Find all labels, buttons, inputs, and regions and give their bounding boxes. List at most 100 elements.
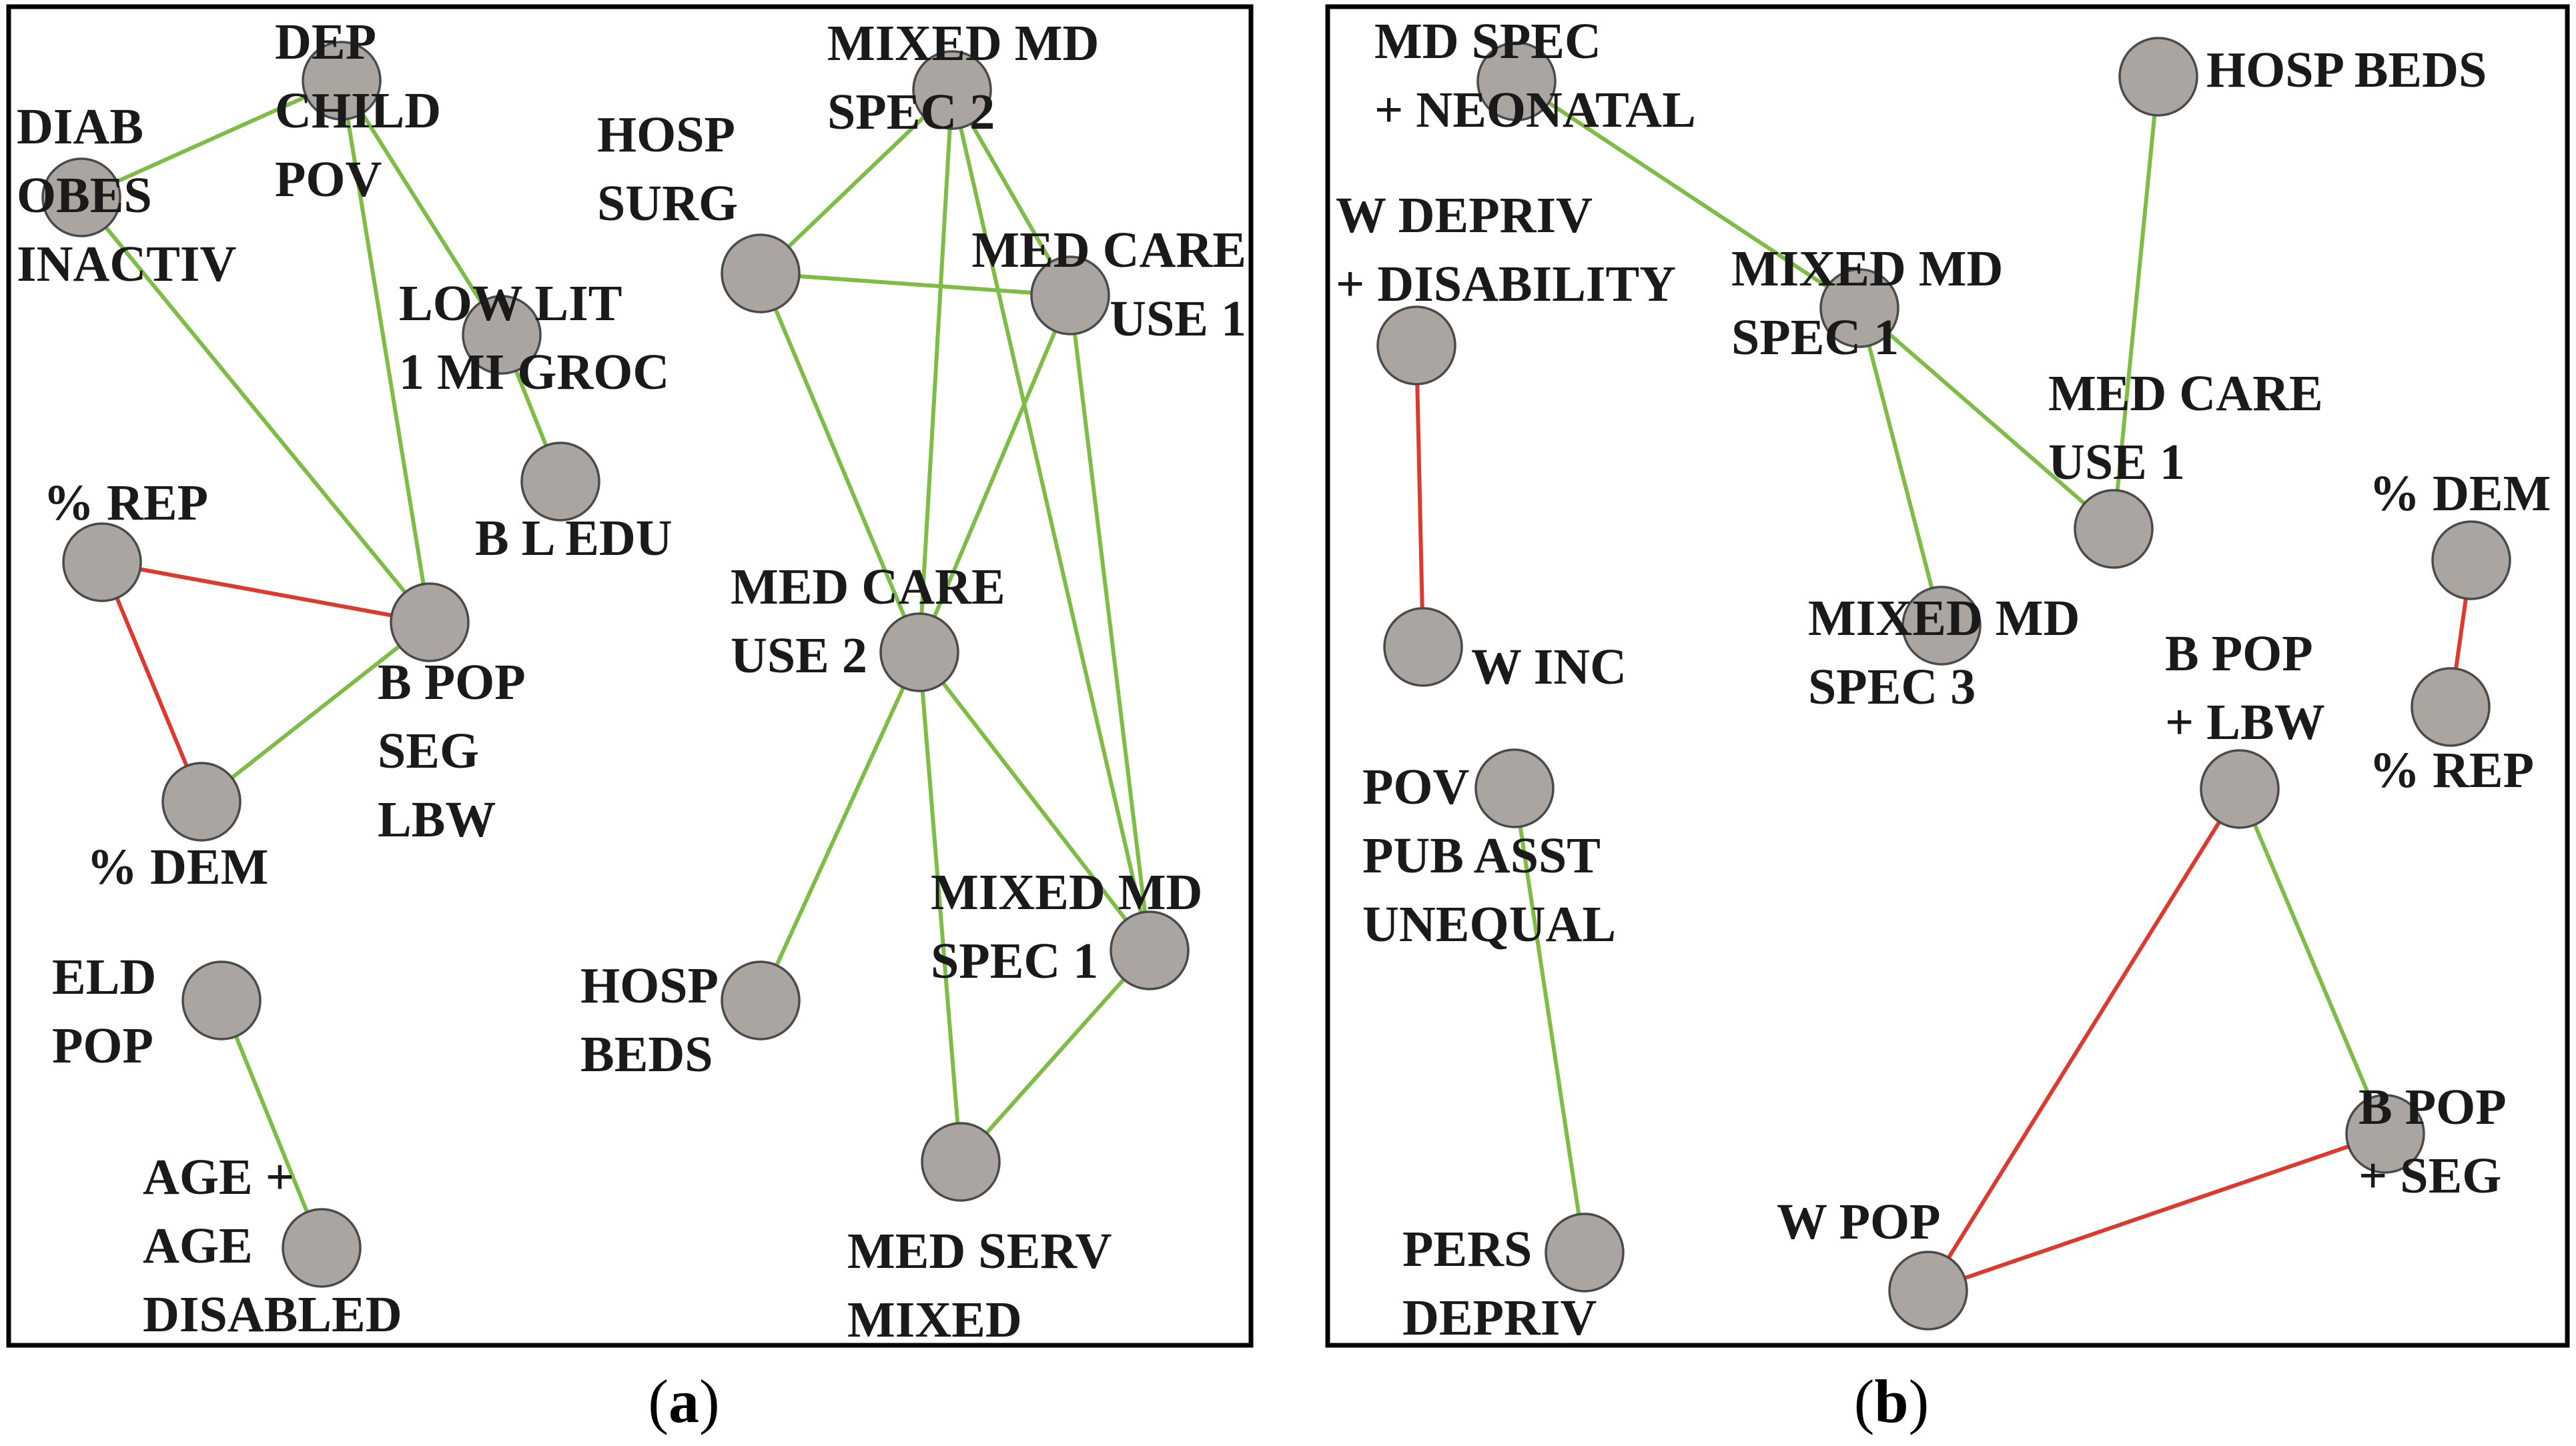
node-label-pct-dem: % DEM — [87, 839, 268, 895]
edge-positive-pct-dem-to-b-pop-seg-lbw — [199, 620, 432, 804]
node-med-care-use-1-b — [2074, 489, 2154, 569]
node-hosp-beds-b — [2118, 37, 2198, 117]
node-label-hosp-beds-b: HOSP BEDS — [2206, 42, 2487, 98]
node-label-line: SPEC 2 — [827, 84, 995, 140]
edge-positive-md-spec-neonatal-to-mixed-md-spec-1-b — [1515, 79, 1861, 310]
node-label-line: SPEC 1 — [931, 933, 1098, 989]
edge-positive-med-care-use-1-to-med-care-use-2 — [917, 293, 1072, 654]
node-b-pop-lbw — [2200, 749, 2280, 829]
node-label-line: HOSP — [580, 958, 719, 1014]
node-label-line: + SEG — [2358, 1148, 2501, 1204]
edge-positive-dep-child-pov-to-diab-obes-inactiv — [79, 79, 344, 199]
node-hosp-beds — [721, 960, 801, 1040]
edge-positive-hosp-surg-to-med-care-use-1 — [759, 271, 1072, 297]
edge-positive-med-care-use-1-to-mixed-md-spec-1 — [1068, 293, 1152, 952]
node-label-line: MD SPEC — [1374, 13, 1601, 69]
node-eld-pop — [181, 960, 262, 1040]
node-dep-child-pov — [302, 41, 382, 121]
node-label-line: B POP — [378, 654, 526, 710]
edge-negative-pct-rep-to-b-pop-seg-lbw — [100, 560, 432, 624]
panel-a-frame — [6, 4, 1254, 1348]
edge-positive-mixed-md-spec-1-b-to-mixed-md-spec-3 — [1857, 306, 1944, 628]
node-label-line: POV — [275, 151, 382, 207]
node-label-line: MIXED MD — [1808, 590, 2080, 646]
node-label-line: UNEQUAL — [1362, 896, 1616, 952]
edge-positive-mixed-md-spec-1-to-med-serv-mixed — [959, 948, 1152, 1164]
node-pct-rep-b — [2411, 667, 2491, 747]
panel-a-caption-letter: a — [669, 1367, 699, 1435]
node-label-line: % DEM — [2369, 466, 2551, 522]
node-pov-pub-asst — [1474, 748, 1555, 828]
edge-positive-dep-child-pov-to-b-pop-seg-lbw — [340, 79, 432, 624]
node-label-b-pop-seg: B POP+ SEG — [2358, 1079, 2507, 1204]
node-label-b-pop-lbw: B POP+ LBW — [2165, 626, 2325, 750]
node-label-line: 1 MI GROC — [399, 344, 669, 400]
node-med-care-use-2 — [879, 612, 959, 692]
node-label-line: DEPRIV — [1402, 1290, 1597, 1346]
node-label-b-l-edu: B L EDU — [475, 510, 673, 566]
node-label-pers-depriv: PERS DEPRIV — [1402, 1221, 1597, 1346]
node-label-w-depriv: W DEPRIV + DISABILITY — [1336, 187, 1676, 312]
node-label-line: B POP — [2165, 626, 2313, 682]
node-label-line: LBW — [378, 792, 496, 848]
panel-b-nodes: MD SPEC + NEONATAL HOSP BEDS W DEPRIV + DISA… — [1336, 13, 2551, 1346]
node-label-line: USE 1 — [1110, 291, 1246, 347]
edge-positive-b-pop-lbw-to-b-pop-seg — [2238, 787, 2387, 1136]
panel-a-edges — [79, 79, 1152, 1250]
node-pers-depriv — [1545, 1213, 1625, 1293]
edge-positive-diab-obes-inactiv-to-b-pop-seg-lbw — [79, 195, 432, 624]
node-mixed-md-spec-2 — [912, 50, 992, 130]
node-label-line: DEP — [275, 14, 376, 70]
node-w-inc — [1383, 607, 1463, 687]
node-label-line: % REP — [2369, 742, 2534, 798]
node-hosp-surg — [721, 233, 801, 313]
node-label-line: PERS — [1402, 1221, 1532, 1277]
node-label-line: HOSP BEDS — [2206, 42, 2487, 98]
panel-b-labels: MD SPEC + NEONATAL HOSP BEDS W DEPRIV + DISA… — [1336, 13, 2551, 1346]
node-w-depriv — [1376, 305, 1456, 386]
node-label-line: W POP — [1777, 1194, 1941, 1250]
edge-negative-w-depriv-to-w-inc — [1414, 343, 1425, 649]
node-label-line: AGE — [143, 1218, 253, 1274]
node-b-l-edu — [520, 442, 600, 522]
node-label-line: POV — [1362, 759, 1470, 815]
node-label-line: W INC — [1471, 639, 1627, 695]
node-label-line: % DEM — [87, 839, 268, 895]
node-pct-dem — [161, 762, 242, 842]
node-age-disabled — [282, 1208, 362, 1288]
node-label-md-spec-neonatal: MD SPEC + NEONATAL — [1374, 13, 1696, 138]
edge-positive-eld-pop-to-age-disabled — [220, 998, 324, 1250]
panel-a-caption: (a) — [648, 1367, 719, 1435]
node-label-line: DISABLED — [143, 1287, 402, 1343]
node-label-pct-rep: % REP — [43, 475, 208, 531]
node-pct-dem-b — [2431, 520, 2511, 600]
node-med-care-use-1 — [1030, 255, 1110, 335]
node-label-line: PUB ASST — [1362, 828, 1601, 884]
node-b-pop-seg-lbw — [390, 582, 470, 662]
node-label-line: + DISABILITY — [1336, 256, 1676, 312]
node-label-line: MED CARE — [2048, 366, 2323, 422]
node-label-line: HOSP — [597, 107, 735, 163]
node-label-line: SPEC 1 — [1731, 309, 1899, 366]
node-label-line: MED CARE — [731, 559, 1005, 615]
node-label-line: W DEPRIV — [1336, 187, 1593, 243]
node-label-pct-rep-b: % REP — [2369, 742, 2534, 798]
node-low-lit — [462, 295, 542, 375]
node-label-line: + NEONATAL — [1374, 82, 1696, 138]
edge-positive-mixed-md-spec-2-to-mixed-md-spec-1 — [950, 88, 1152, 952]
panel-b-edges — [1414, 75, 2473, 1293]
node-label-line: USE 2 — [731, 628, 867, 684]
edge-positive-med-care-use-2-to-mixed-md-spec-1 — [917, 650, 1152, 952]
node-med-serv-mixed — [921, 1122, 1001, 1202]
